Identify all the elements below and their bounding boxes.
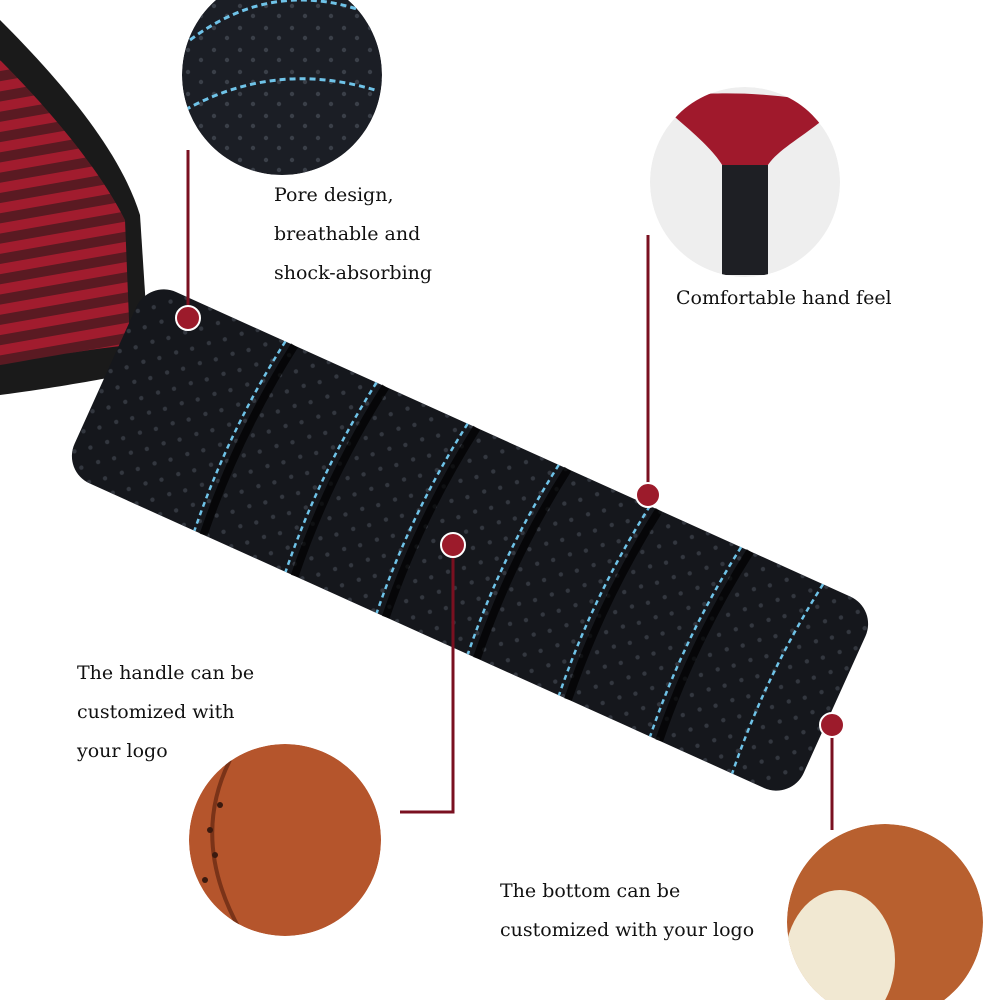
caption-line: Comfortable hand feel <box>676 287 892 309</box>
caption-line: The bottom can be <box>500 880 681 902</box>
caption-line: Pore design, <box>274 184 394 206</box>
paddle-face <box>0 20 150 395</box>
caption-line: customized with <box>77 701 235 723</box>
caption-line: your logo <box>77 740 168 762</box>
caption-line: The handle can be <box>77 662 255 684</box>
caption-bottom-logo: The bottom can be customized with your l… <box>500 872 754 950</box>
caption-line: customized with your logo <box>500 919 755 941</box>
caption-handle-logo: The handle can be customized with your l… <box>77 654 254 771</box>
caption-comfortable: Comfortable hand feel <box>676 279 892 318</box>
bottom-logo-detail-image <box>787 824 983 1000</box>
grip-handle <box>71 289 869 791</box>
callout-dot-pore <box>175 305 201 331</box>
caption-line: breathable and <box>274 223 421 245</box>
caption-line: shock-absorbing <box>274 262 433 284</box>
callout-dot-bottom <box>819 712 845 738</box>
callout-dot-comfort <box>635 482 661 508</box>
callout-dot-handle <box>440 532 466 558</box>
callout-lines <box>186 150 834 830</box>
comfort-detail-image <box>650 87 840 277</box>
handle-logo-detail-image <box>189 744 381 936</box>
caption-pore-design: Pore design, breathable and shock-absorb… <box>274 176 432 293</box>
pore-detail-image <box>182 0 382 175</box>
